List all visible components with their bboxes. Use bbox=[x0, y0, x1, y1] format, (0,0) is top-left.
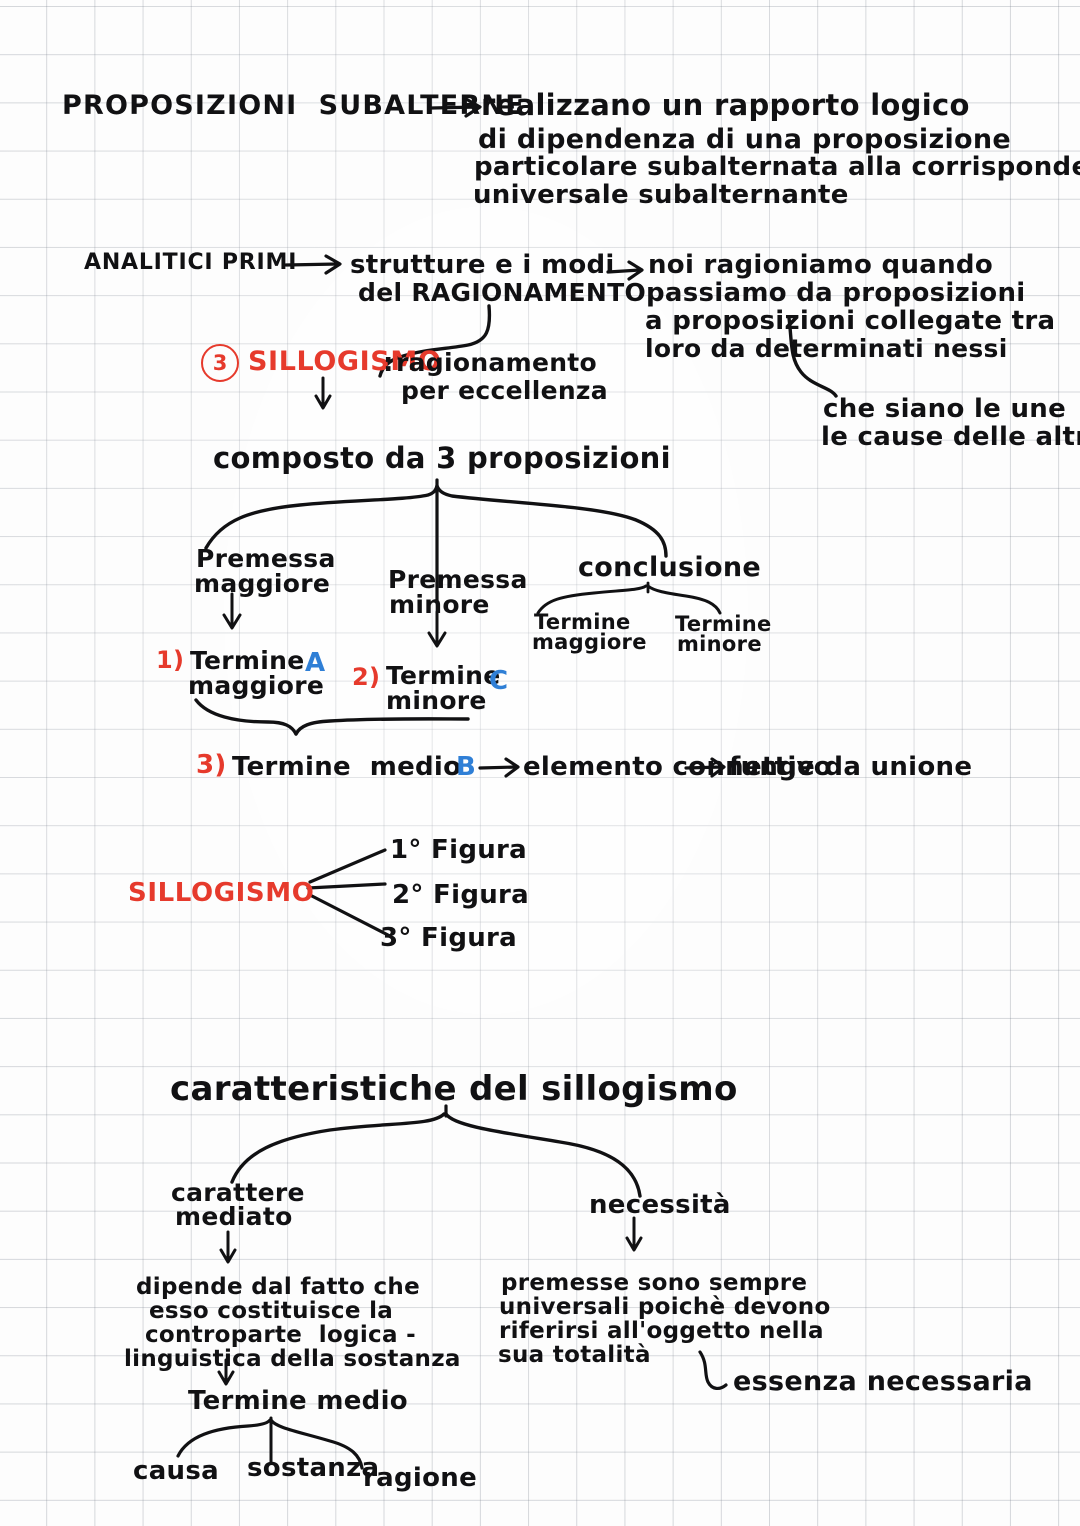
brace-essenza bbox=[698, 1350, 728, 1390]
subalterne-line-2: di dipendenza di una proposizione bbox=[478, 124, 1012, 155]
term-medio-label: Termine medio bbox=[232, 752, 462, 782]
term-medio-mid-text: elemento connettivo bbox=[523, 752, 832, 782]
arrow-down-necessita-icon bbox=[625, 1216, 643, 1252]
sillogismo-def-line-2: per eccellenza bbox=[401, 376, 608, 405]
label-sillogismo-figure: SILLOGISMO bbox=[128, 878, 315, 908]
termine-medio-child-causa: causa bbox=[133, 1456, 219, 1486]
analitici-right-line-1: noi ragioniamo quando bbox=[648, 250, 994, 280]
term-2-line-2: minore bbox=[386, 686, 487, 715]
conclusione-child-1-line-2: maggiore bbox=[532, 630, 647, 654]
term-1-line-2: maggiore bbox=[188, 671, 325, 700]
essenza-necessaria-note: essenza necessaria bbox=[733, 1366, 1033, 1397]
conclusione-child-1-line-1: Termine bbox=[534, 610, 631, 634]
branch-premessa-maggiore-line-2: maggiore bbox=[194, 569, 331, 598]
term-2-line-1: Termine bbox=[386, 661, 501, 690]
term-2-number: 2) bbox=[352, 663, 381, 691]
figure-item-1: 1° Figura bbox=[390, 835, 528, 865]
branch-premessa-minore-line-2: minore bbox=[389, 590, 490, 619]
heading-caratteristiche: caratteristiche del sillogismo bbox=[170, 1069, 738, 1109]
subalterne-line-4: universale subalternante bbox=[473, 180, 849, 210]
necessita-body-line-1: premesse sono sempre bbox=[501, 1270, 808, 1296]
heading-analitici-primi: ANALITICI PRIMI bbox=[84, 250, 298, 275]
term-medio-number: 3) bbox=[196, 750, 227, 780]
analitici-mid-line-2: del RAGIONAMENTO bbox=[358, 278, 647, 307]
analitici-mid-line-1: strutture e i modi bbox=[350, 250, 615, 280]
conclusione-child-2-line-2: minore bbox=[677, 632, 762, 656]
arrow-down-premessa-maggiore-icon bbox=[222, 592, 242, 630]
branch-premessa-maggiore-line-1: Premessa bbox=[196, 544, 336, 573]
analitici-right-line-4: loro da determinati nessi bbox=[645, 334, 1008, 363]
term-1-number: 1) bbox=[156, 646, 185, 674]
branch-premessa-minore-line-1: Premessa bbox=[388, 565, 528, 594]
termine-medio-child-sostanza: sostanza bbox=[247, 1453, 380, 1483]
note-cause-line-2: le cause delle altre bbox=[821, 422, 1080, 452]
carattere-body-line-3: controparte logica - bbox=[145, 1322, 416, 1348]
term-medio-tail-text: funge da unione bbox=[729, 752, 973, 782]
sillogismo-def-line-1: ragionamento bbox=[396, 348, 598, 377]
necessita-body-line-3: riferirsi all'oggetto nella bbox=[499, 1318, 824, 1344]
carattere-mediato-line-2: mediato bbox=[175, 1202, 293, 1231]
note-cause-line-1: che siano le une bbox=[823, 394, 1067, 424]
necessita-body-line-2: universali poichè devono bbox=[499, 1294, 831, 1320]
subalterne-line-1: realizzano un rapporto logico bbox=[481, 88, 970, 122]
brace-conclusione bbox=[536, 581, 722, 615]
figure-item-2: 2° Figura bbox=[392, 880, 530, 910]
fan-figure bbox=[306, 848, 390, 937]
figure-item-3: 3° Figura bbox=[380, 923, 518, 953]
term-1-line-1: Termine bbox=[190, 646, 305, 675]
necessita-body-line-4: sua totalità bbox=[498, 1342, 651, 1368]
arrow-down-sillogismo-icon bbox=[314, 376, 332, 410]
carattere-body-line-2: esso costituisce la bbox=[149, 1298, 394, 1324]
arrow-down-carattere-icon bbox=[219, 1230, 237, 1264]
conclusione-child-2-line-1: Termine bbox=[675, 612, 772, 636]
sillogismo-number-badge: 3 bbox=[201, 344, 239, 382]
heading-proposizioni-subalterne: PROPOSIZIONI SUBALTERNE bbox=[62, 90, 525, 121]
carattere-mediato-line-1: carattere bbox=[171, 1178, 305, 1207]
subalterne-line-3: particolare subalternata alla corrispond… bbox=[474, 152, 1080, 182]
branch-conclusione-label: conclusione bbox=[578, 552, 761, 583]
termine-medio-bottom-label: Termine medio bbox=[188, 1386, 408, 1416]
term-medio-letter: B bbox=[456, 752, 477, 782]
sillogismo-colon: : bbox=[383, 348, 394, 378]
necessita-label: necessità bbox=[589, 1190, 731, 1220]
carattere-body-line-4: linguistica della sostanza bbox=[124, 1346, 461, 1372]
term-1-letter: A bbox=[305, 648, 326, 678]
text-composto-da-3-proposizioni: composto da 3 proposizioni bbox=[213, 441, 671, 475]
analitici-right-line-3: a proposizioni collegate tra bbox=[645, 306, 1056, 336]
carattere-body-line-1: dipende dal fatto che bbox=[136, 1274, 420, 1300]
arrow-termine-medio-icon bbox=[478, 757, 520, 778]
term-2-letter: C bbox=[489, 666, 509, 696]
termine-medio-child-ragione: ragione bbox=[363, 1463, 477, 1493]
analitici-right-line-2: passiamo da proposizioni bbox=[646, 278, 1026, 308]
